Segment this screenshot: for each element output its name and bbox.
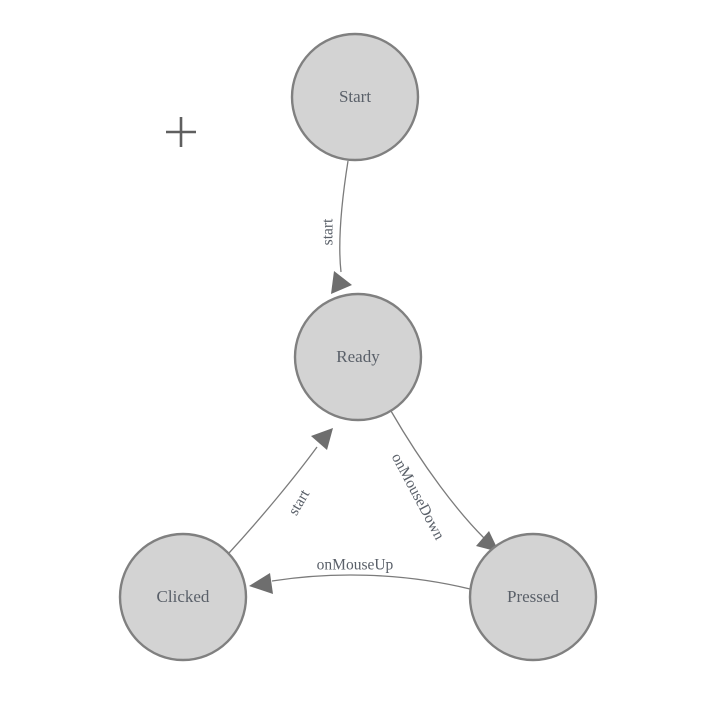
edge-start-to-ready[interactable]: start [320, 160, 352, 294]
edge-label-ready-to-pressed: onMouseDown [388, 450, 448, 543]
node-start[interactable]: Start [290, 32, 420, 162]
edge-label-clicked-to-ready: start [285, 486, 313, 518]
node-label: Start [339, 87, 371, 106]
edge-line [271, 574, 471, 590]
node-shape [468, 532, 598, 662]
edge-clicked-to-ready[interactable]: start [228, 428, 333, 554]
plus-marker-icon [166, 117, 196, 147]
edge-ready-to-pressed[interactable]: onMouseDown [388, 410, 499, 552]
node-pressed[interactable]: Pressed [468, 532, 598, 662]
node-label: Ready [336, 347, 380, 366]
arrowhead-icon [249, 573, 273, 594]
edge-line [339, 160, 349, 273]
node-label: Pressed [507, 587, 559, 606]
edge-line [228, 446, 318, 554]
edge-label-pressed-to-clicked: onMouseUp [317, 557, 394, 574]
node-shape [293, 292, 423, 422]
node-clicked[interactable]: Clicked [118, 532, 248, 662]
arrowhead-icon [331, 271, 352, 294]
arrowhead-icon [311, 428, 333, 450]
edge-line [390, 410, 485, 539]
edge-label-start-to-ready: start [320, 218, 337, 245]
edge-pressed-to-clicked[interactable]: onMouseUp [249, 557, 471, 594]
node-ready[interactable]: Ready [293, 292, 423, 422]
node-shape [290, 32, 420, 162]
node-shape [118, 532, 248, 662]
node-label: Clicked [157, 587, 210, 606]
